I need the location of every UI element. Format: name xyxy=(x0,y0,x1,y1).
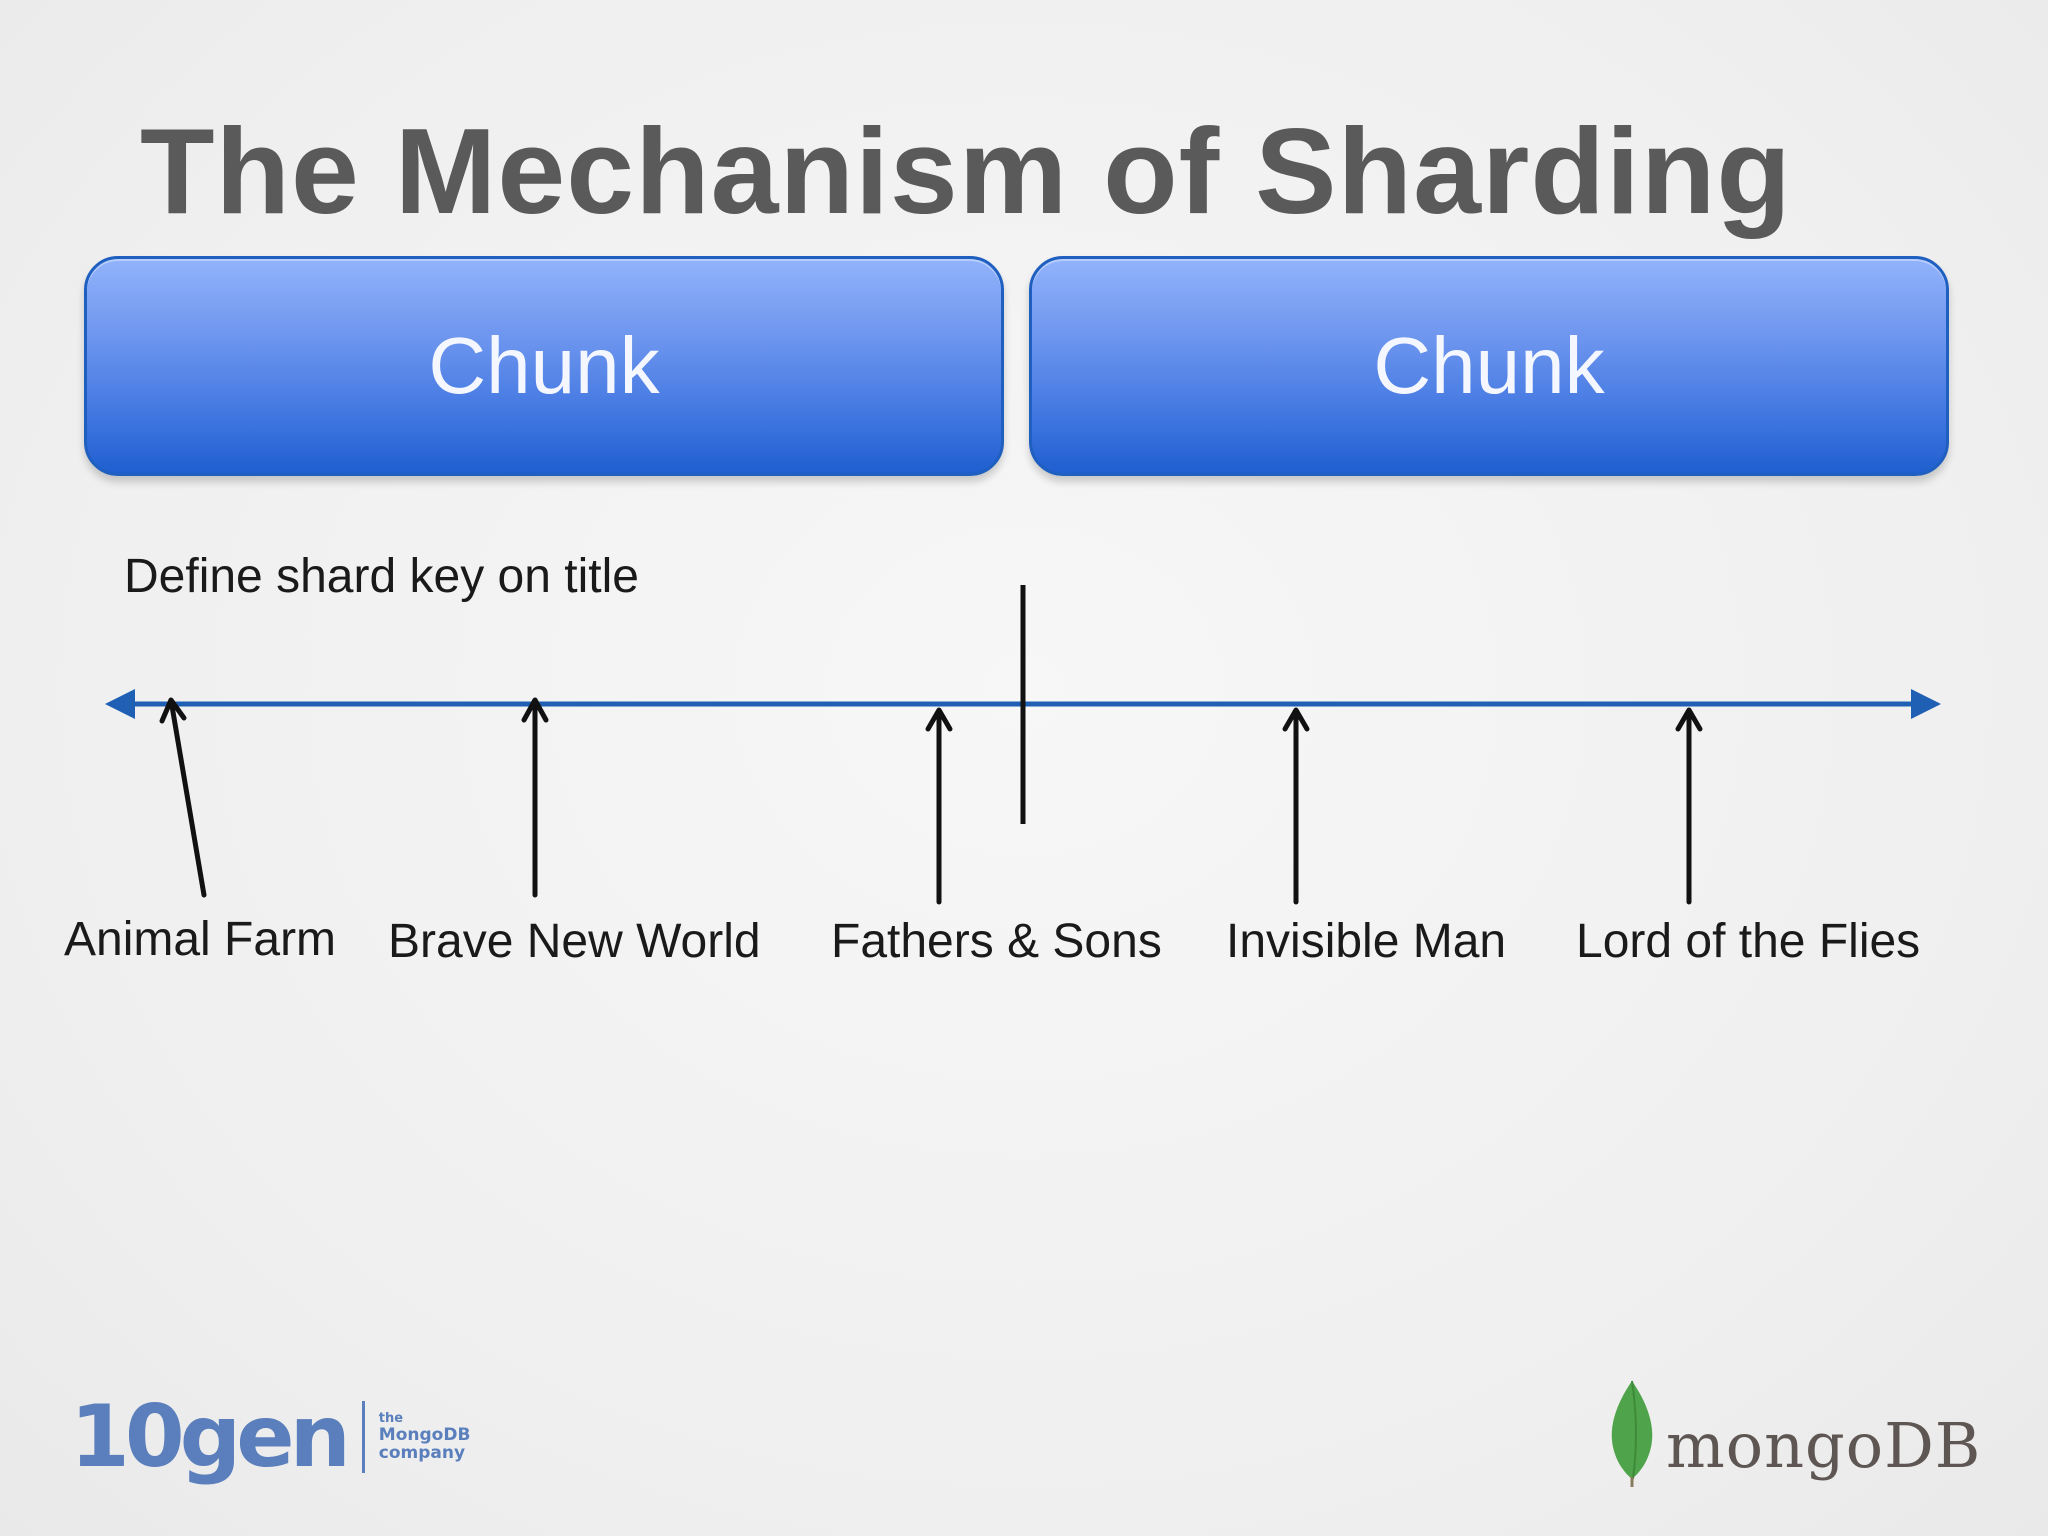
10gen-wordmark: 10gen xyxy=(70,1387,351,1487)
mongodb-leaf-icon xyxy=(1611,1380,1653,1487)
pointer-arrow-invisible-man xyxy=(1282,707,1310,905)
chunk-box-right: Chunk xyxy=(1029,256,1949,476)
mongodb-wordmark: mongoDB xyxy=(1666,1408,1982,1482)
pointer-arrow-lord-of-the-flies xyxy=(1675,707,1703,905)
book-label-brave-new-world: Brave New World xyxy=(388,915,761,968)
book-label-lord-of-the-flies: Lord of the Flies xyxy=(1576,915,1921,968)
book-label-invisible-man: Invisible Man xyxy=(1226,915,1507,968)
chunk-box-left: Chunk xyxy=(84,256,1004,476)
10gen-tagline: the MongoDB company xyxy=(378,1411,471,1463)
slide-title: The Mechanism of Sharding xyxy=(140,103,1792,239)
chunk-label-left: Chunk xyxy=(428,321,660,410)
pointer-arrow-fathers-and-sons xyxy=(925,707,953,905)
book-label-animal-farm: Animal Farm xyxy=(64,913,337,966)
mongodb-logo: mongoDB xyxy=(1606,1374,1981,1494)
pointer-arrow-animal-farm xyxy=(159,697,207,898)
shard-key-caption: Define shard key on title xyxy=(124,550,639,603)
chunk-label-right: Chunk xyxy=(1373,321,1605,410)
pointer-arrow-brave-new-world xyxy=(521,697,549,898)
10gen-logo: 10gen the MongoDB company xyxy=(70,1392,470,1482)
logo-divider xyxy=(361,1401,365,1473)
book-label-fathers-and-sons: Fathers & Sons xyxy=(831,915,1162,968)
